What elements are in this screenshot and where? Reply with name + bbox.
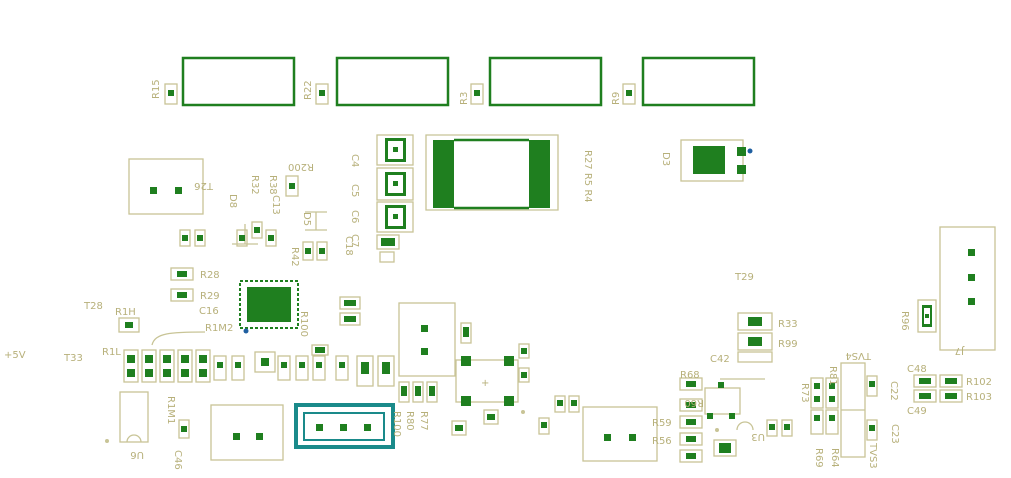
ic-u6	[105, 391, 149, 443]
label-r22: R22	[303, 80, 314, 100]
label-t33: T33	[63, 353, 83, 364]
label-tvs3: TVS3	[867, 442, 878, 469]
label-r9: R9	[611, 92, 622, 105]
label-r15: R15	[151, 79, 162, 99]
crystal: +	[455, 356, 525, 414]
label-u3: U3	[751, 431, 765, 442]
connector-bottom-left	[210, 404, 284, 461]
label-d3: D3	[660, 152, 671, 166]
label-r1h: R1H	[115, 307, 136, 318]
pad-r200	[285, 175, 299, 197]
label-c42: C42	[710, 354, 730, 365]
pads-r68-r56	[679, 377, 737, 463]
diode-d5-outline	[305, 211, 327, 231]
label-c18: C18	[343, 236, 354, 256]
label-r73: R73	[799, 383, 810, 403]
label-c7: C7	[349, 234, 360, 247]
label-tvs4: TVS4	[845, 350, 872, 361]
diode-d3	[680, 139, 753, 182]
pads-c48-r103	[913, 374, 963, 403]
label-d8: D8	[227, 194, 238, 208]
label-t28: T28	[83, 301, 103, 312]
footprint-r9-body	[641, 56, 756, 107]
label-r56: R56	[652, 436, 672, 447]
power-resistor	[425, 134, 559, 211]
label-r77: R77	[418, 411, 429, 431]
cap-stack	[376, 134, 414, 263]
ic-u3	[704, 378, 765, 432]
label-c6: C6	[349, 210, 360, 223]
label-r59: R59	[652, 418, 672, 429]
pads-crystal-side	[451, 343, 580, 436]
connector-right-middle	[582, 406, 658, 462]
label-c5: C5	[349, 184, 360, 197]
label-r96: R96	[899, 311, 910, 331]
label-r1m2: R1M2	[205, 323, 233, 334]
label-r200: R200	[288, 161, 314, 172]
small-pad-r22	[315, 83, 329, 105]
resistor-row	[123, 296, 395, 387]
svg-text:+: +	[481, 378, 489, 389]
label-c48: C48	[907, 364, 927, 375]
connector-middle	[398, 302, 456, 377]
connector-j7	[917, 226, 996, 351]
label-r69: R69	[813, 448, 824, 468]
label-t29: T29	[734, 272, 754, 283]
label-c23: C23	[889, 424, 900, 444]
footprint-r15-body	[181, 56, 296, 107]
label-r4-r27: R27 R5 R4	[582, 150, 593, 203]
pads-u3-side	[766, 419, 793, 437]
footprint-r22-body	[335, 56, 450, 107]
label-t26: T26	[194, 180, 214, 191]
label-r80: R80	[404, 411, 415, 431]
label-d5: D5	[301, 212, 312, 226]
pads-r81-r64	[810, 362, 878, 458]
label-r1l: R1L	[102, 347, 121, 358]
label-r80-near-qfn: R100	[298, 311, 309, 337]
label-c13: C13	[270, 195, 281, 215]
pads-r80-r77	[398, 322, 472, 403]
label-r1m1: R1M1	[165, 396, 176, 424]
label-r81: R81	[827, 366, 838, 386]
pad-r1h	[118, 317, 140, 333]
pads-r33-r99	[737, 312, 773, 363]
ic-qfn	[239, 280, 299, 334]
small-pad-r3	[470, 83, 484, 105]
label-r29: R29	[200, 291, 220, 302]
label-r28: R28	[200, 270, 220, 281]
label-c49: C49	[907, 406, 927, 417]
label-r32: R32	[249, 175, 260, 195]
label-c16: C16	[199, 306, 219, 317]
label-r64: R64	[829, 448, 840, 468]
label-r60: R60	[684, 397, 704, 408]
label-j7: J7	[955, 345, 965, 356]
label-r42: R42	[289, 247, 300, 267]
label-r100: R100	[391, 411, 402, 437]
label-r3: R3	[459, 92, 470, 105]
pads-cluster-mid	[179, 221, 328, 261]
label-r68: R68	[680, 370, 700, 381]
trace-r1m2	[151, 331, 206, 346]
label-c46: C46	[172, 450, 183, 470]
label-r38: R38	[267, 175, 278, 195]
connector-t26	[128, 158, 204, 215]
label-r103: R103	[966, 392, 992, 403]
label-r33: R33	[778, 319, 798, 330]
label-plus5v: +5V	[4, 350, 26, 361]
label-r102: R102	[966, 377, 992, 388]
pad-c46	[178, 419, 190, 439]
small-pad-r15	[164, 83, 178, 105]
label-r99: R99	[778, 339, 798, 350]
small-pad-r9	[622, 83, 636, 105]
label-u6: U6	[130, 449, 144, 460]
label-c22: C22	[888, 381, 899, 401]
label-c4: C4	[349, 154, 360, 167]
footprint-r3-body	[488, 56, 603, 107]
connector-jst	[294, 403, 395, 449]
pads-r28-r29	[170, 267, 194, 302]
